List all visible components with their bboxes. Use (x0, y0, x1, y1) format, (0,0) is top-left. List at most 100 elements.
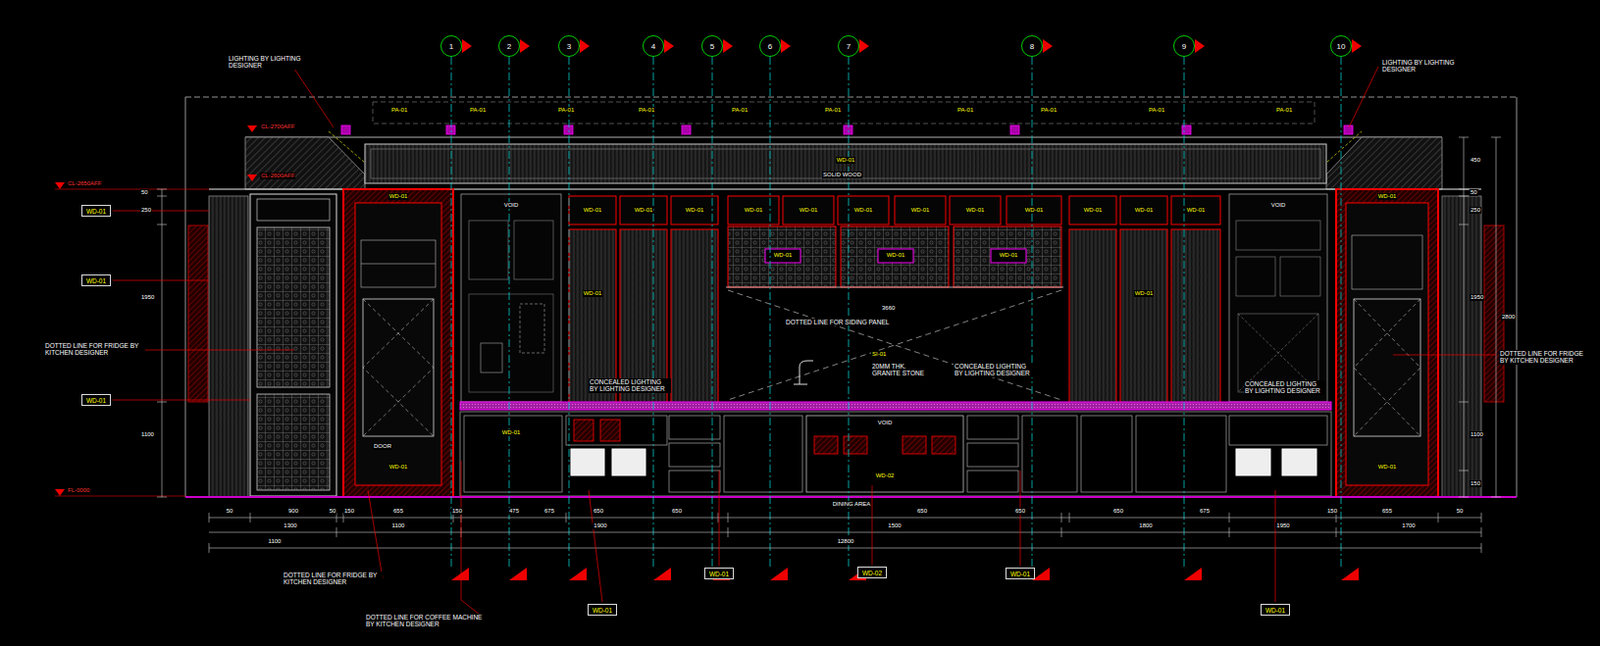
dimension-lines (156, 137, 1501, 554)
drawing-label: DOTTED LINE FOR FRIDGE BY KITCHEN DESIGN… (44, 342, 145, 358)
drawing-label: CL-2650AFF (66, 180, 103, 188)
drawing-label: CL-2700AFF (259, 123, 296, 131)
drawing-label: PA-01 (468, 106, 487, 114)
leader-lines (112, 66, 1497, 622)
drawing-label: 1100 (267, 538, 283, 546)
tag-text: WD-01 (592, 607, 613, 615)
drawing-label: PA-01 (390, 106, 409, 114)
callout-circle: 7 (837, 35, 860, 57)
left-mid-unit (461, 194, 562, 403)
drawing-label: WD-01 (633, 206, 655, 214)
drawing-label: WD-01 (1134, 290, 1155, 298)
callout-number: 3 (567, 42, 571, 52)
drawing-label: 650 (1014, 508, 1027, 516)
drawing-label: 1700 (1400, 522, 1416, 530)
drawing-label: DOTTED LINE FOR FRIDGE BY KITCHEN DESIGN… (282, 571, 383, 587)
drawing-label: 50 (1455, 508, 1465, 516)
drawing-label: 655 (1381, 508, 1394, 516)
drawing-label: WD-02 (875, 472, 896, 480)
callout-lines (451, 56, 1342, 568)
right-mid-unit (1229, 194, 1328, 403)
drawing-label: WD-01 (388, 464, 410, 471)
drawing-label: 450 (1469, 156, 1482, 164)
tag-text: WD-01 (86, 397, 106, 405)
drawing-label: 50 (1469, 189, 1479, 197)
drawing-label: DOOR (372, 443, 393, 451)
drawing-label: 650 (1112, 508, 1125, 516)
callout-number: 7 (846, 42, 851, 52)
callout-circle: 3 (558, 35, 580, 57)
callout-number: 1 (449, 42, 454, 52)
drawing-label: CONCEALED LIGHTING BY LIGHTING DESIGNER (953, 362, 1036, 378)
drawing-label: WD-01 (501, 429, 522, 437)
drawing-label: 650 (592, 508, 605, 516)
drawing-label: 1900 (592, 522, 608, 530)
drawing-label: WD-01 (1377, 193, 1398, 201)
tag-box: WD-02 (857, 567, 887, 579)
drawing-label: 150 (343, 508, 356, 516)
drawing-label: WD-01 (582, 290, 604, 298)
drawing-label: 250 (1469, 206, 1482, 214)
drawing-label: DOTTED LINE FOR COFFEE MACHINE BY KITCHE… (364, 614, 490, 629)
drawing-label: 1100 (1469, 431, 1485, 439)
drawing-label: WD-01 (1083, 206, 1104, 214)
drawing-label: DINING AREA (831, 501, 873, 509)
drawing-label: VOID (877, 419, 894, 427)
drawing-label: WD-01 (1377, 464, 1398, 471)
callout-number: 4 (651, 42, 656, 52)
drawing-label: WD-01 (1024, 206, 1045, 214)
drawing-label: 655 (392, 508, 405, 516)
callout-number: 10 (1337, 42, 1346, 52)
ceiling (185, 97, 1517, 498)
upper-doors (568, 196, 1221, 404)
left-fridge (343, 189, 454, 498)
callout-circle: 5 (701, 35, 723, 57)
drawing-label: 675 (1198, 508, 1211, 516)
drawing-label: CONCEALED LIGHTING BY LIGHTING DESIGNER (588, 378, 671, 394)
tag-text: WD-01 (709, 570, 729, 578)
drawing-label: WD-01 (965, 206, 986, 214)
tag-box: WD-01 (704, 567, 734, 580)
drawing-label: LIGHTING BY LIGHTING DESIGNER (1381, 58, 1457, 74)
drawing-label: SOLID WOOD (822, 171, 863, 179)
right-fridge (1336, 189, 1482, 498)
drawing-label: WD-01 (835, 156, 857, 164)
callout-circle: 2 (498, 35, 520, 57)
drawing-label: PA-01 (730, 106, 749, 114)
tag-box: WD-01 (1260, 604, 1291, 617)
drawing-label: 1950 (140, 294, 155, 302)
drawing-label: 20MM THK. GRANITE STONE (871, 362, 934, 378)
tag-box: WD-01 (1005, 567, 1035, 580)
drawing-label: 1300 (282, 522, 298, 530)
drawing-label: 50 (225, 508, 235, 516)
tag-text: WD-02 (862, 569, 882, 577)
drawing-label: WD-01 (773, 252, 794, 259)
drawing-label: WD-01 (885, 252, 907, 259)
drawing-label: SI-01 (871, 351, 887, 359)
callout-circle: 1 (440, 35, 463, 57)
drawing-label: WD-01 (743, 206, 765, 214)
callout-number: 5 (710, 42, 715, 52)
callout-number: 2 (507, 42, 512, 52)
drawing-label: CL-2600AFF (259, 172, 296, 180)
drawing-label: 3660 (880, 305, 896, 312)
drawing-label: WD-01 (388, 193, 410, 201)
drawing-label: WD-01 (582, 206, 604, 214)
drawing-label: 1800 (1137, 522, 1153, 530)
drawing-label: 150 (451, 508, 464, 516)
drawing-label: VOID (1270, 202, 1288, 209)
drawing-label: 50 (328, 508, 338, 516)
callout-number: 9 (1182, 42, 1187, 52)
tag-text: WD-01 (86, 207, 106, 215)
drawing-label: 1950 (1469, 294, 1485, 302)
drawing-label: WD-01 (853, 206, 875, 214)
section-arrows (451, 39, 1362, 581)
drawing-label: 650 (670, 508, 683, 516)
left-glass-unit (250, 194, 337, 497)
drawing-label: CONCEALED LIGHTING BY LIGHTING DESIGNER (1243, 380, 1327, 396)
level-markers (54, 125, 258, 497)
drawing-label: 150 (1469, 480, 1482, 488)
callout-circle: 8 (1021, 35, 1043, 57)
tag-text: WD-01 (86, 277, 106, 285)
callout-circle: 4 (642, 35, 665, 57)
